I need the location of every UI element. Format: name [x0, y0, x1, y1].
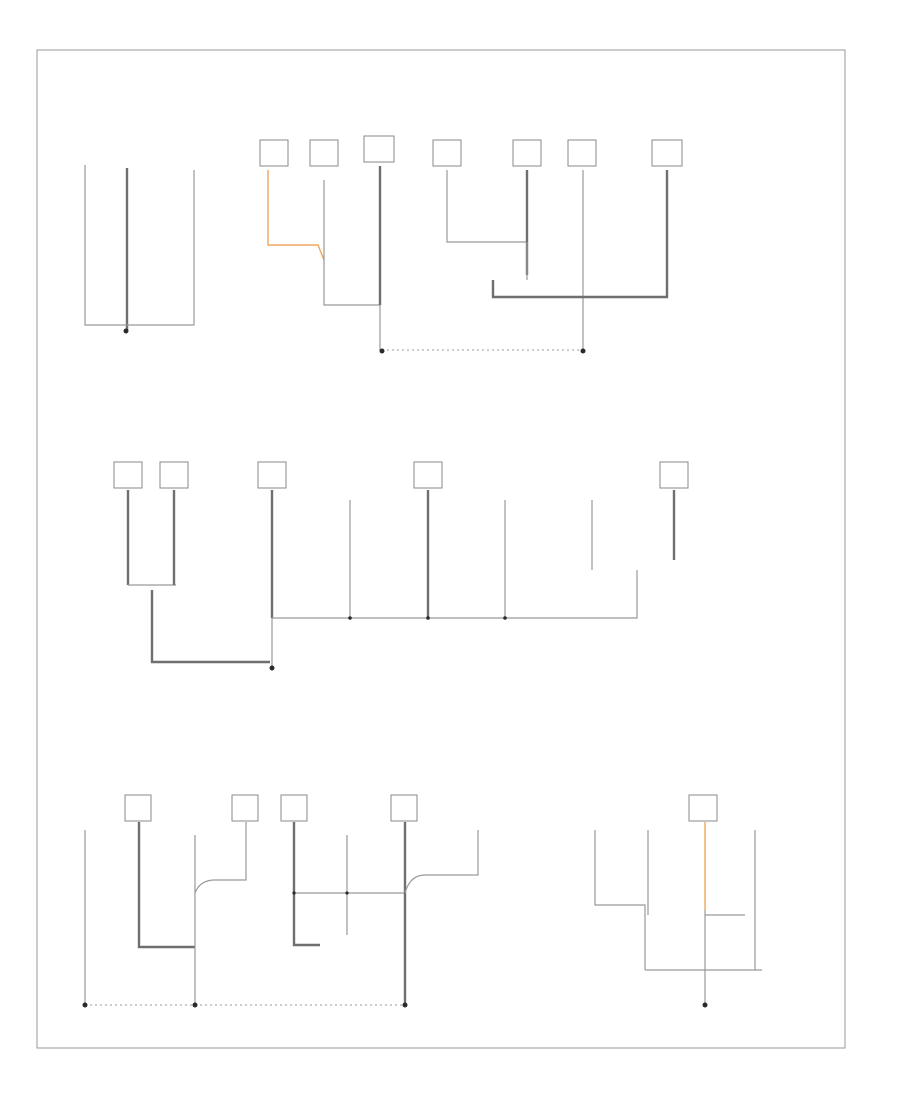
component-box — [413, 461, 443, 489]
diagram-border — [36, 49, 846, 1049]
wire — [594, 830, 646, 970]
wire — [491, 170, 669, 299]
splice-point — [292, 891, 296, 895]
wire — [323, 180, 380, 306]
ground-point — [580, 348, 586, 354]
ground-point — [269, 665, 275, 671]
wire — [446, 170, 527, 243]
wire — [292, 822, 320, 947]
ground-point — [702, 1002, 708, 1008]
top-ground-section — [84, 135, 683, 354]
splice-point — [348, 616, 352, 620]
ground-point — [82, 1002, 88, 1008]
component-box — [659, 461, 689, 489]
component-box — [257, 461, 287, 489]
wire — [84, 165, 125, 326]
component-box — [390, 794, 418, 822]
wire — [267, 170, 325, 261]
component-box — [688, 794, 718, 822]
splice-point — [426, 616, 430, 620]
splice-point — [345, 891, 349, 895]
component-box — [231, 794, 259, 822]
component-box — [124, 794, 152, 822]
component-box — [363, 135, 395, 163]
component-box — [432, 139, 462, 167]
splice-point — [503, 616, 507, 620]
wire — [150, 590, 270, 664]
component-box — [113, 461, 143, 489]
ground-point — [192, 1002, 198, 1008]
component-box — [512, 139, 542, 167]
component-box — [651, 139, 683, 167]
wire — [404, 830, 479, 894]
wire — [125, 170, 195, 326]
component-box — [567, 139, 597, 167]
middle-ground-section — [113, 461, 689, 671]
ground-point — [123, 328, 129, 334]
ground-point — [402, 1002, 408, 1008]
component-box — [259, 139, 289, 167]
wire — [272, 570, 638, 619]
component-box — [309, 139, 339, 167]
wire — [137, 822, 195, 949]
ground-point — [379, 348, 385, 354]
component-box — [159, 461, 189, 489]
component-box — [280, 794, 308, 822]
bottom-right-ground-section — [594, 794, 762, 1008]
bottom-left-ground-section — [82, 794, 479, 1008]
wire — [194, 822, 247, 894]
